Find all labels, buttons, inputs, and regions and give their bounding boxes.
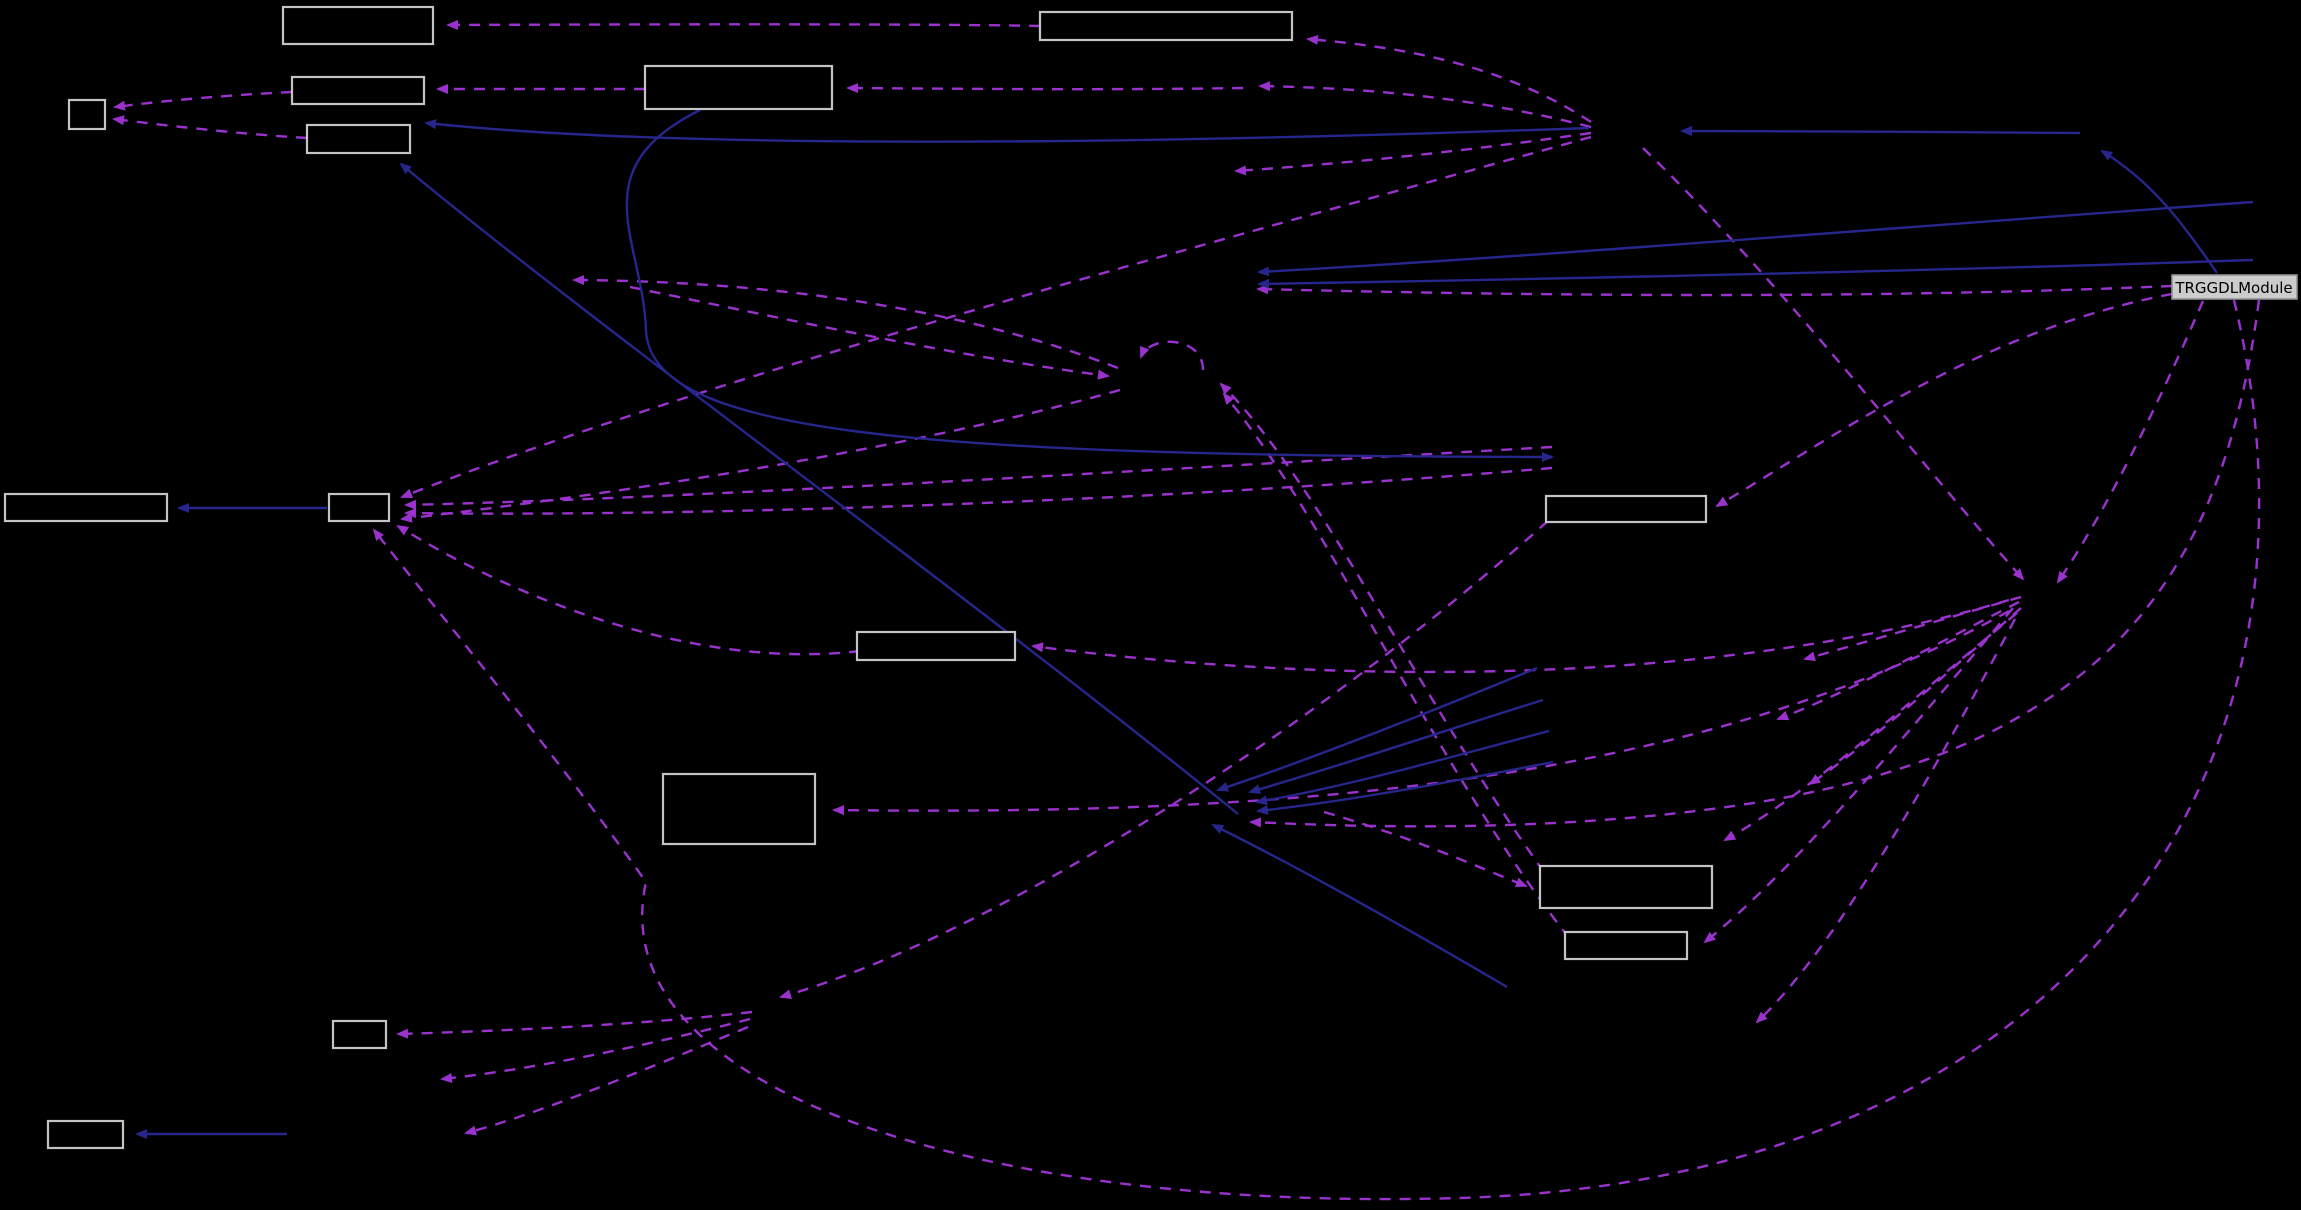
edge-hub-right-fan-to-hub-col-g bbox=[1755, 618, 2017, 1024]
edge-node-mid-right-to-hub-bottom-fan bbox=[779, 520, 1549, 1000]
edge-hub-right-fan-to-hub-col-c bbox=[1803, 595, 2022, 662]
edge-hub-right-top-to-node-mid-left-hub bbox=[400, 135, 1592, 499]
edge-node-upper-left-a-to-node-small-left bbox=[113, 90, 293, 111]
edge-hub-right-fan-to-hub-col-e bbox=[1808, 607, 2022, 786]
node-bottom-left-a[interactable] bbox=[331, 1019, 388, 1050]
edge-hub-mid-upper-to-node-upper-middle bbox=[846, 83, 1244, 94]
edge-hub-blue-c-to-hub-lower-center bbox=[1248, 698, 1544, 795]
node-top-middle-wide[interactable] bbox=[1038, 10, 1294, 42]
edge-node-trggdlmodule-to-node-mid-right bbox=[1715, 292, 2173, 508]
edge-hub-right-fan-to-node-center-tall bbox=[832, 609, 2010, 816]
node-lower-right-b[interactable] bbox=[1563, 930, 1689, 961]
edge-node-trggdlmodule-to-hub-blue-a bbox=[2100, 149, 2218, 274]
edge-node-top-middle-wide-to-node-top-left-large bbox=[446, 19, 1041, 30]
node-upper-left-a[interactable] bbox=[290, 75, 426, 106]
edge-hub-blue-a-to-hub-right-upper bbox=[1257, 258, 2254, 289]
edge-node-trggdlmodule-to-node-mid-left-hub bbox=[372, 299, 2261, 1201]
edge-node-trggdlmodule-to-hub-lower-center bbox=[1249, 299, 2261, 828]
edge-hub-bottom-fan-to-hub-bottom-b bbox=[464, 1025, 749, 1136]
edge-hub-right-fan-to-hub-col-d bbox=[1776, 600, 2020, 721]
node-trggdlmodule[interactable] bbox=[2171, 274, 2298, 300]
edge-hub-center-loop-to-node-mid-left-hub bbox=[400, 388, 1121, 523]
edge-node-upper-left-b-to-node-small-left bbox=[112, 115, 308, 140]
edge-node-lower-right-a-to-hub-center-loop bbox=[1219, 382, 1545, 873]
edge-node-center-to-node-mid-left-hub bbox=[396, 524, 861, 656]
node-upper-middle[interactable] bbox=[643, 64, 834, 111]
node-mid-right[interactable] bbox=[1544, 494, 1708, 524]
edges-layer bbox=[112, 19, 2261, 1201]
node-upper-left-b[interactable] bbox=[305, 123, 412, 155]
node-top-left-large[interactable] bbox=[281, 5, 435, 46]
edge-hub-bottom-fan-to-node-bottom-left-a bbox=[396, 1010, 753, 1039]
node-center-tall[interactable] bbox=[661, 772, 817, 846]
edge-hub-blue-b-to-hub-lower-center bbox=[1216, 666, 1538, 792]
edge-hub-right-top-to-node-upper-left-b bbox=[424, 119, 1590, 143]
edge-hub-blue-a-to-hub-right-top bbox=[1680, 126, 2081, 137]
edge-hub-lower-center-to-node-lower-right-a bbox=[1323, 810, 1528, 888]
edge-hub-right-fan-to-hub-col-f bbox=[1723, 612, 2018, 842]
edge-hub-blue-f-to-hub-lower-center bbox=[1211, 823, 1508, 989]
node-mid-left-wide[interactable] bbox=[3, 492, 169, 523]
edge-hub-bottom-fan-to-hub-bottom-a bbox=[440, 1017, 751, 1083]
edge-node-trggdlmodule-to-hub-right-fan bbox=[2056, 300, 2205, 584]
node-mid-left-hub[interactable] bbox=[327, 492, 391, 523]
edge-hub-right-fan-to-node-lower-right-b bbox=[1703, 607, 2014, 944]
edge-hub-blue-a-to-hub-right-upper bbox=[1257, 200, 2254, 277]
edge-node-upper-middle-to-hub-mid-row bbox=[625, 108, 1554, 462]
edge-hub-blue-d-to-hub-lower-center bbox=[1255, 729, 1550, 806]
edge-hub-right-top-to-hub-right-fan bbox=[1642, 147, 2025, 581]
edge-hub-right-top-to-node-top-middle-wide bbox=[1306, 34, 1592, 124]
edge-node-trggdlmodule-to-hub-right-upper bbox=[1256, 284, 2173, 297]
node-lower-right-a[interactable] bbox=[1538, 864, 1714, 910]
node-small-left[interactable] bbox=[67, 98, 107, 131]
edge-hub-center-loop-to-hub-center-loop bbox=[1139, 340, 1205, 371]
edge-hub-right-fan-to-node-center bbox=[1031, 598, 2010, 674]
edge-hub-left-pair-to-hub-center-loop bbox=[629, 285, 1110, 380]
edge-hub-right-top-to-hub-mid-upper bbox=[1258, 81, 1592, 129]
edge-hub-blue-e-to-hub-lower-center bbox=[1256, 760, 1554, 815]
nodes-layer bbox=[3, 5, 2298, 1150]
node-bottom-left-b[interactable] bbox=[46, 1119, 125, 1150]
node-label-trggdlmodule: TRGGDLModule bbox=[2174, 279, 2292, 297]
edge-hub-mid-row-to-node-mid-left-hub bbox=[404, 466, 1553, 519]
node-center[interactable] bbox=[855, 630, 1017, 662]
edge-hub-lower-center-to-node-upper-left-b bbox=[399, 162, 1239, 815]
edge-hub-right-top-to-hub-col-a bbox=[1234, 131, 1592, 176]
